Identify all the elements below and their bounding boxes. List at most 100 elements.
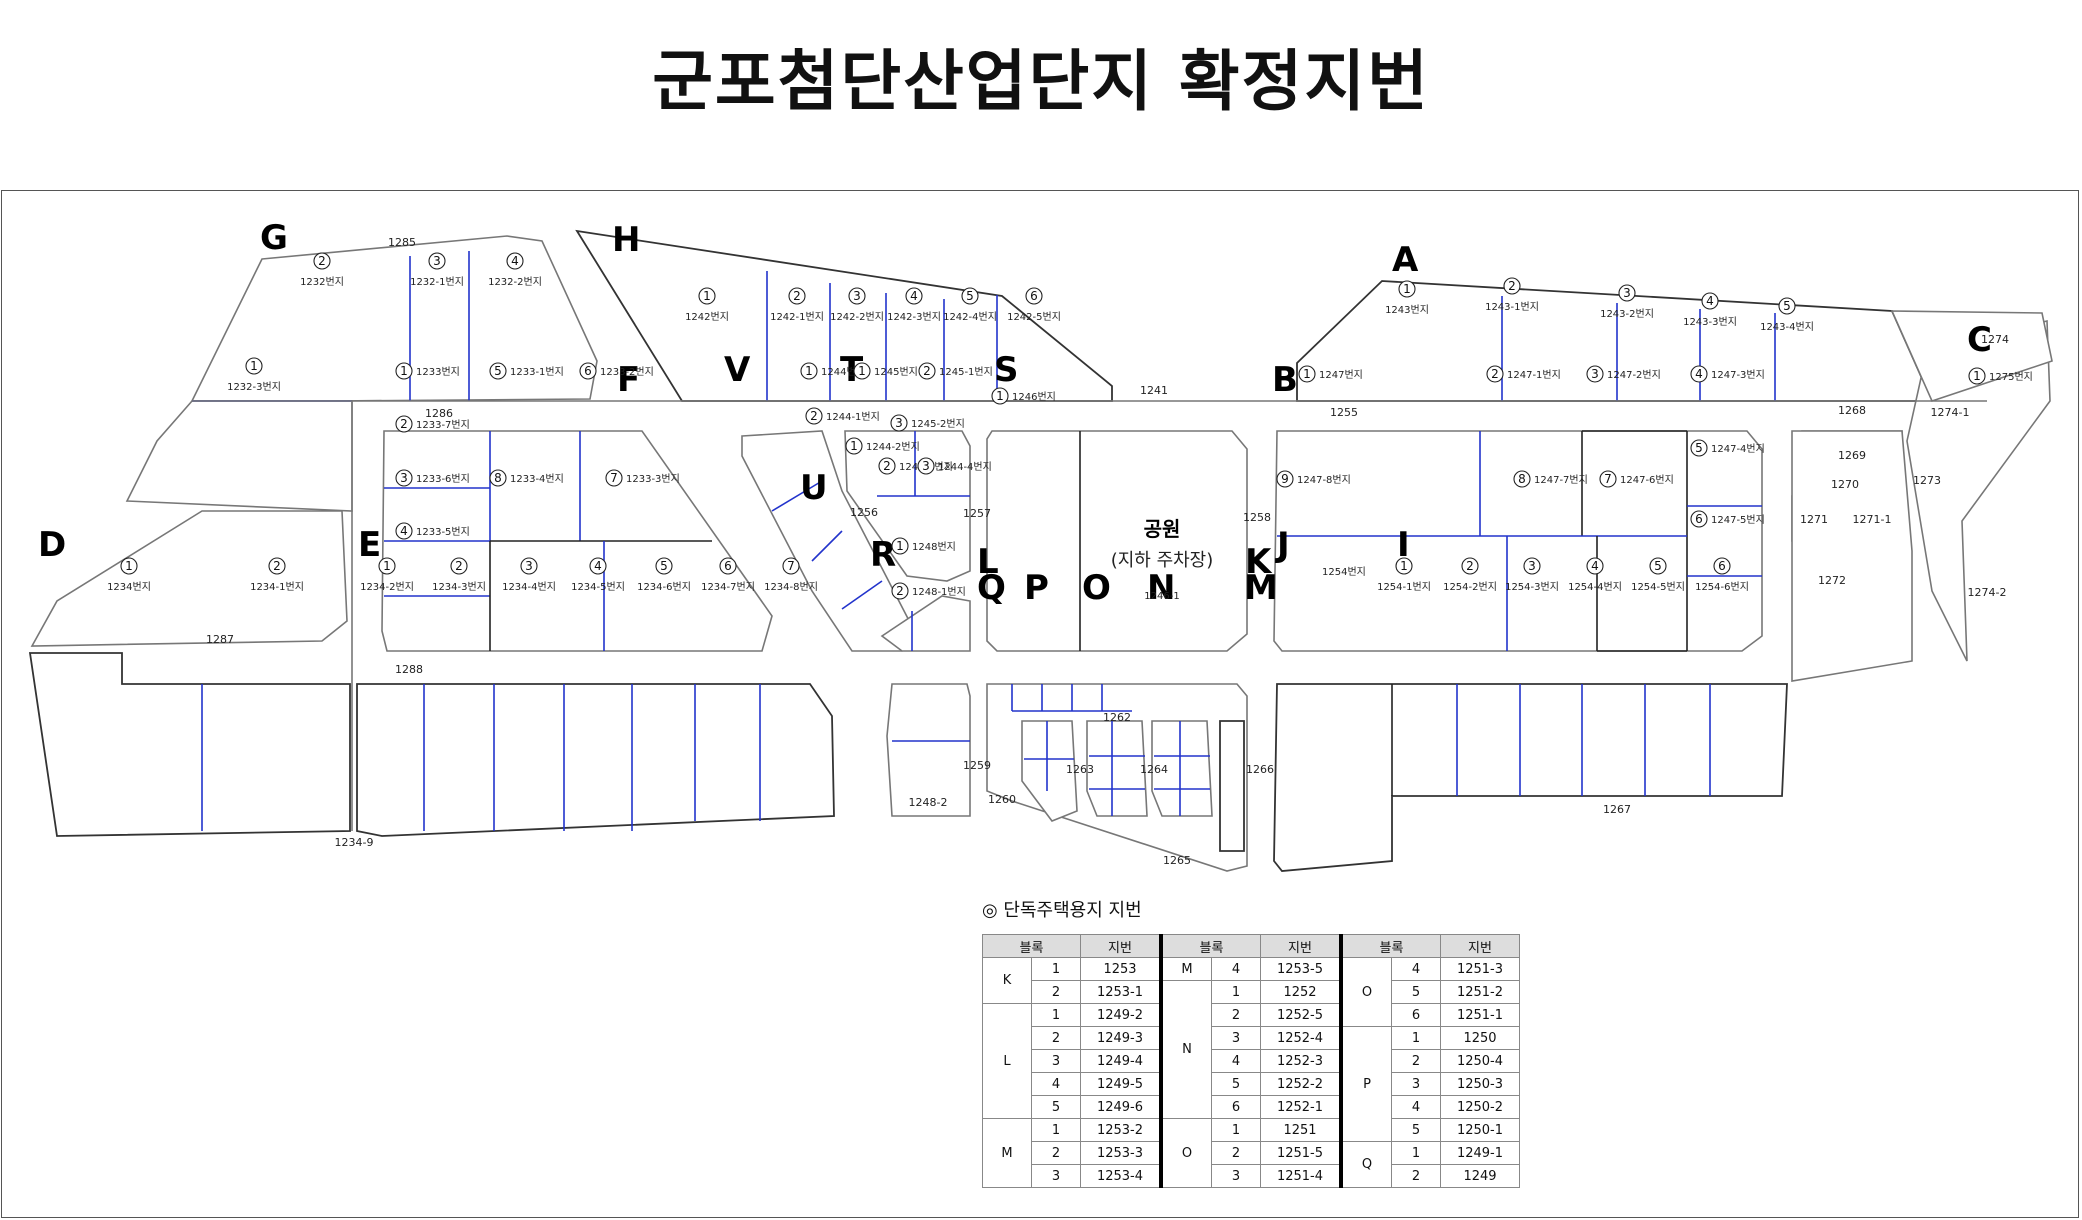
lot-id-h: 1242-1번지 — [770, 311, 824, 323]
lot-id-f: 1233-5번지 — [416, 526, 470, 538]
lot-number-circle: 6 — [1025, 287, 1043, 305]
lot-number-circle: 6 — [579, 362, 597, 380]
lot-id-r: 1248-1번지 — [912, 586, 966, 598]
road-label: 1268 — [1838, 404, 1866, 417]
svg-text:3: 3 — [1623, 286, 1631, 300]
lot-id-f: 1233-7번지 — [416, 419, 470, 431]
lot-id-i: 1254-1번지 — [1377, 581, 1431, 593]
table-cell-number: 1 — [1031, 1118, 1081, 1142]
road-label: 1265 — [1163, 854, 1191, 867]
svg-text:1: 1 — [250, 359, 258, 373]
table-cell-lot-id: 1250-3 — [1440, 1072, 1520, 1096]
svg-text:2: 2 — [1491, 367, 1499, 381]
lot-number-circle: 4 — [1690, 365, 1708, 383]
park-sub-label: (지하 주차장) — [1111, 550, 1214, 571]
svg-text:2: 2 — [1508, 279, 1516, 293]
lot-id-f: 1233번지 — [416, 366, 460, 378]
header-block-2: 블록 — [1159, 934, 1261, 958]
table-cell-number: 5 — [1391, 1118, 1441, 1142]
lot-number-circle: 3 — [890, 414, 908, 432]
table-cell-block: M — [1159, 957, 1212, 981]
table-cell-number: 3 — [1031, 1164, 1081, 1188]
table-cell-block: L — [982, 1003, 1032, 1119]
svg-text:1: 1 — [1303, 367, 1311, 381]
svg-text:7: 7 — [610, 471, 618, 485]
svg-text:2: 2 — [400, 417, 408, 431]
lot-id-d: 1234번지 — [107, 581, 151, 593]
lot-number-circle: 3 — [848, 287, 866, 305]
table-cell-number: 1 — [1031, 1003, 1081, 1027]
lot-number-circle: 1 — [395, 362, 413, 380]
road-label: 1272 — [1818, 574, 1846, 587]
road-label: 1287 — [206, 633, 234, 646]
lot-id-f: 1233-3번지 — [626, 473, 680, 485]
lot-id-b: 1247-7번지 — [1534, 474, 1588, 486]
lot-id-i: 1254-2번지 — [1443, 581, 1497, 593]
lot-number-circle: 2 — [805, 407, 823, 425]
svg-text:2: 2 — [810, 409, 818, 423]
table-cell-lot-id: 1251-2 — [1440, 980, 1520, 1004]
lot-number-circle: 4 — [506, 252, 524, 270]
table-cell-block: Q — [1339, 1141, 1392, 1188]
lot-number-circle: 6 — [719, 557, 737, 575]
table-cell-lot-id: 1252-1 — [1260, 1095, 1342, 1119]
lot-number-circle: 5 — [1649, 557, 1667, 575]
lot-number-circle: 3 — [917, 457, 935, 475]
park-label: 공원 — [1144, 517, 1181, 541]
lot-id-g: 1232-3번지 — [227, 381, 281, 393]
lot-id-d: 1234-1번지 — [250, 581, 304, 593]
block-s-area — [986, 430, 1248, 652]
road-label: 1241 — [1140, 384, 1168, 397]
table-cell-lot-id: 1249-4 — [1080, 1049, 1162, 1073]
svg-text:1: 1 — [850, 439, 858, 453]
lot-id-e: 1234-8번지 — [764, 581, 818, 593]
lot-id-v: 1244-2번지 — [866, 441, 920, 453]
svg-text:2: 2 — [896, 584, 904, 598]
lot-id-a: 1243-2번지 — [1600, 308, 1654, 320]
block-label-h: H — [612, 220, 640, 260]
lot-id-h: 1242-3번지 — [887, 311, 941, 323]
svg-text:6: 6 — [1030, 289, 1038, 303]
svg-text:4: 4 — [400, 524, 408, 538]
svg-text:1: 1 — [1400, 559, 1408, 573]
svg-text:6: 6 — [584, 364, 592, 378]
lot-number-circle: 2 — [313, 252, 331, 270]
lot-number-circle: 1 — [378, 557, 396, 575]
lot-number-circle: 2 — [395, 415, 413, 433]
road-label: 1266 — [1246, 763, 1274, 776]
block-label-k: K — [1245, 542, 1273, 582]
table-cell-number: 6 — [1211, 1095, 1261, 1119]
svg-text:5: 5 — [1654, 559, 1662, 573]
table-cell-lot-id: 1252 — [1260, 980, 1342, 1004]
lot-number-circle: 9 — [1276, 470, 1294, 488]
lot-id-g: 1232-2번지 — [488, 276, 542, 288]
block-label-b: B — [1272, 360, 1298, 400]
svg-text:4: 4 — [910, 289, 918, 303]
block-label-l: L — [977, 542, 999, 582]
lot-number-circle: 2 — [891, 582, 909, 600]
road-label: 1258 — [1243, 511, 1271, 524]
block-g-lower — [125, 400, 353, 512]
road-label: 1288 — [395, 663, 423, 676]
lot-number-circle: 3 — [1618, 284, 1636, 302]
lot-number-circle: 3 — [1586, 365, 1604, 383]
svg-text:8: 8 — [494, 471, 502, 485]
road-label: 1274-2 — [1968, 586, 2007, 599]
table-cell-number: 1 — [1211, 1118, 1261, 1142]
lot-number-circle: 2 — [788, 287, 806, 305]
table-cell-lot-id: 1250-1 — [1440, 1118, 1520, 1142]
svg-text:2: 2 — [318, 254, 326, 268]
svg-text:3: 3 — [400, 471, 408, 485]
table-cell-number: 1 — [1391, 1026, 1441, 1050]
lot-id-v: 1244-1번지 — [826, 411, 880, 423]
table-cell-lot-id: 1253-4 — [1080, 1164, 1162, 1188]
table-cell-number: 2 — [1211, 1141, 1261, 1165]
block-label-o: O — [1082, 568, 1111, 608]
lot-number-circle: 3 — [395, 469, 413, 487]
svg-text:5: 5 — [966, 289, 974, 303]
table-cell-lot-id: 1252-5 — [1260, 1003, 1342, 1027]
svg-text:3: 3 — [1591, 367, 1599, 381]
lot-number-circle: 3 — [520, 557, 538, 575]
lot-id-t: 1245-2번지 — [911, 418, 965, 430]
